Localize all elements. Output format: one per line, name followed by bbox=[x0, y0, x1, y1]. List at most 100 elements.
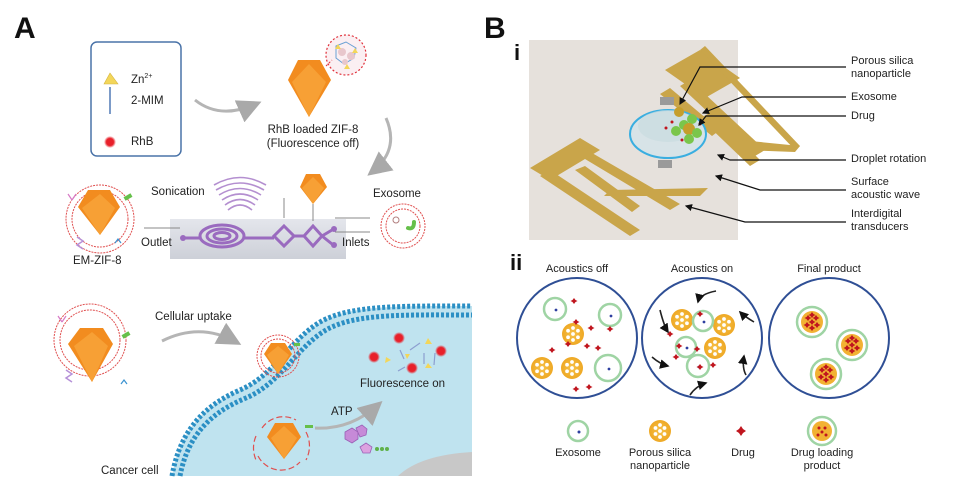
drug bbox=[585, 384, 593, 390]
silica-pore bbox=[540, 372, 544, 376]
drug bbox=[548, 347, 556, 353]
zn-superscript: 2+ bbox=[144, 73, 153, 80]
drug bbox=[709, 362, 717, 368]
silica-pore bbox=[545, 369, 549, 374]
legend-silica-pore bbox=[662, 426, 667, 430]
callout-drug: Drug bbox=[851, 110, 875, 122]
silica-pore bbox=[576, 328, 580, 333]
silica-pore bbox=[575, 362, 579, 367]
inlets-label: Inlets bbox=[342, 237, 370, 249]
interdigital-transducer-top bbox=[660, 46, 800, 166]
drug bbox=[804, 315, 812, 321]
zif8-particle-small bbox=[300, 174, 327, 204]
interdigital-transducer-bottom bbox=[530, 138, 708, 236]
zn-text: Zn bbox=[131, 73, 145, 86]
flow-arrow bbox=[737, 354, 748, 376]
well-acoustics-on bbox=[641, 277, 763, 399]
zif8-particle-large bbox=[288, 34, 367, 117]
em-zif8-outside-cell bbox=[53, 303, 131, 385]
exosome-cargo bbox=[554, 308, 558, 312]
silica-pore bbox=[540, 360, 544, 364]
atp-label: ATP bbox=[331, 406, 353, 418]
callout-exosome: Exosome bbox=[851, 91, 897, 103]
drug bbox=[817, 374, 825, 380]
drug bbox=[852, 338, 860, 344]
flow-arrow bbox=[651, 356, 670, 369]
exosome-cargo bbox=[685, 346, 689, 350]
silica-pore bbox=[722, 323, 726, 327]
drug bbox=[572, 386, 580, 392]
wells-content bbox=[531, 290, 869, 396]
legend-silica-pore bbox=[653, 426, 658, 430]
drug bbox=[812, 315, 820, 321]
callout-lines bbox=[679, 66, 846, 223]
em-zif8-disrupted bbox=[252, 416, 313, 471]
callout-saw-line2: acoustic wave bbox=[851, 189, 921, 201]
callout-idt: Interdigital transducers bbox=[851, 208, 908, 234]
drug bbox=[827, 374, 835, 380]
em-zif8-particle bbox=[65, 184, 135, 254]
drug bbox=[848, 342, 856, 348]
silica-pore bbox=[575, 369, 579, 374]
silica-pore bbox=[718, 349, 722, 354]
legend-drug-loading-line1: Drug loading bbox=[790, 447, 854, 459]
drug bbox=[808, 312, 816, 318]
atp-molecule-icon bbox=[344, 424, 389, 454]
silica-pore bbox=[545, 362, 549, 367]
drug bbox=[826, 367, 834, 373]
legend-silica-line2: nanoparticle bbox=[630, 460, 690, 472]
sonication-label: Sonication bbox=[151, 186, 205, 198]
legend-drug-loading-label: Drug loading product bbox=[777, 447, 867, 473]
drug bbox=[675, 343, 683, 349]
legend-box bbox=[90, 41, 182, 157]
drug bbox=[808, 319, 816, 325]
silica-pore bbox=[717, 319, 721, 324]
legend-2mim-label: 2-MIM bbox=[131, 95, 164, 107]
legend-product-drug bbox=[817, 426, 821, 430]
silica-pore bbox=[727, 326, 731, 331]
arrow-to-chip bbox=[367, 117, 394, 176]
silica-pore bbox=[713, 352, 717, 356]
cancer-cell-body bbox=[172, 305, 472, 476]
exosome bbox=[674, 335, 698, 359]
arrow-to-zif8 bbox=[194, 98, 262, 123]
arrow-cellular-uptake bbox=[161, 322, 242, 345]
legend-silica-label: Porous silica nanoparticle bbox=[615, 447, 705, 473]
drug bbox=[818, 367, 826, 373]
callout-idt-line2: transducers bbox=[851, 221, 909, 233]
legend-silica-pore bbox=[658, 423, 662, 427]
silica-pore bbox=[713, 346, 717, 350]
rhb-dot-icon bbox=[104, 136, 116, 148]
legend-zn-label: Zn2+ bbox=[131, 70, 152, 87]
drug bbox=[822, 377, 830, 383]
silica-pore bbox=[570, 372, 574, 376]
exosome bbox=[597, 302, 623, 328]
released-components bbox=[368, 332, 447, 374]
panel-b-sub-i: i bbox=[514, 40, 521, 65]
silica-pore bbox=[540, 366, 544, 370]
drug bbox=[666, 331, 674, 337]
silica-pore bbox=[571, 332, 575, 336]
silica-pore bbox=[565, 369, 569, 374]
droplet-particles bbox=[664, 107, 702, 144]
drug bbox=[564, 341, 572, 347]
drug bbox=[848, 335, 856, 341]
em-zif8-label: EM-ZIF-8 bbox=[73, 255, 122, 267]
callout-saw-line1: Surface bbox=[851, 176, 889, 188]
silica-pore bbox=[713, 340, 717, 344]
silica-pore bbox=[680, 312, 684, 316]
exosome-cargo bbox=[702, 320, 706, 324]
drug bbox=[822, 364, 830, 370]
legend-product-drug bbox=[823, 426, 827, 430]
drug bbox=[587, 325, 595, 331]
stage-title-acoustics-on: Acoustics on bbox=[670, 263, 734, 275]
stage-title-final-product: Final product bbox=[797, 263, 861, 275]
legend-silica-pore bbox=[662, 432, 667, 436]
callout-porous-silica: Porous silica nanoparticle bbox=[851, 55, 913, 81]
drug bbox=[606, 326, 614, 332]
drug bbox=[696, 364, 704, 370]
drug bbox=[696, 311, 704, 317]
exosome-label: Exosome bbox=[373, 188, 421, 200]
exosome bbox=[593, 353, 623, 383]
